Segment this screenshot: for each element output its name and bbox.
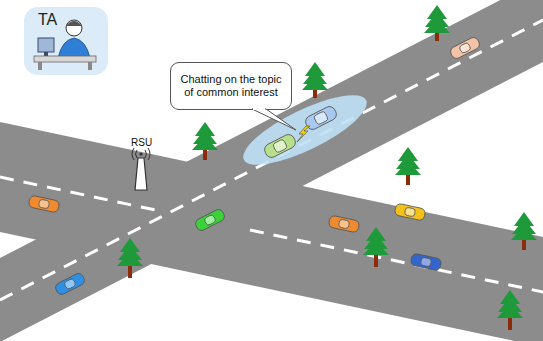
lane-dash xyxy=(250,230,543,292)
callout-pointer xyxy=(252,109,296,130)
callout-box: Chatting on the topic of common interest xyxy=(170,62,292,110)
trees xyxy=(117,5,537,330)
node-text: Chatting on the topic of common interest xyxy=(177,73,285,99)
rsu-antenna xyxy=(132,148,150,190)
callout-pointer-join xyxy=(253,108,265,110)
ta-person xyxy=(34,20,96,70)
node-text: TA xyxy=(38,11,57,29)
cross-road xyxy=(0,122,543,341)
rsu-label: RSU xyxy=(131,137,152,148)
link-bolt xyxy=(297,126,310,142)
authority-box: TA xyxy=(24,7,108,75)
cars xyxy=(28,36,481,296)
